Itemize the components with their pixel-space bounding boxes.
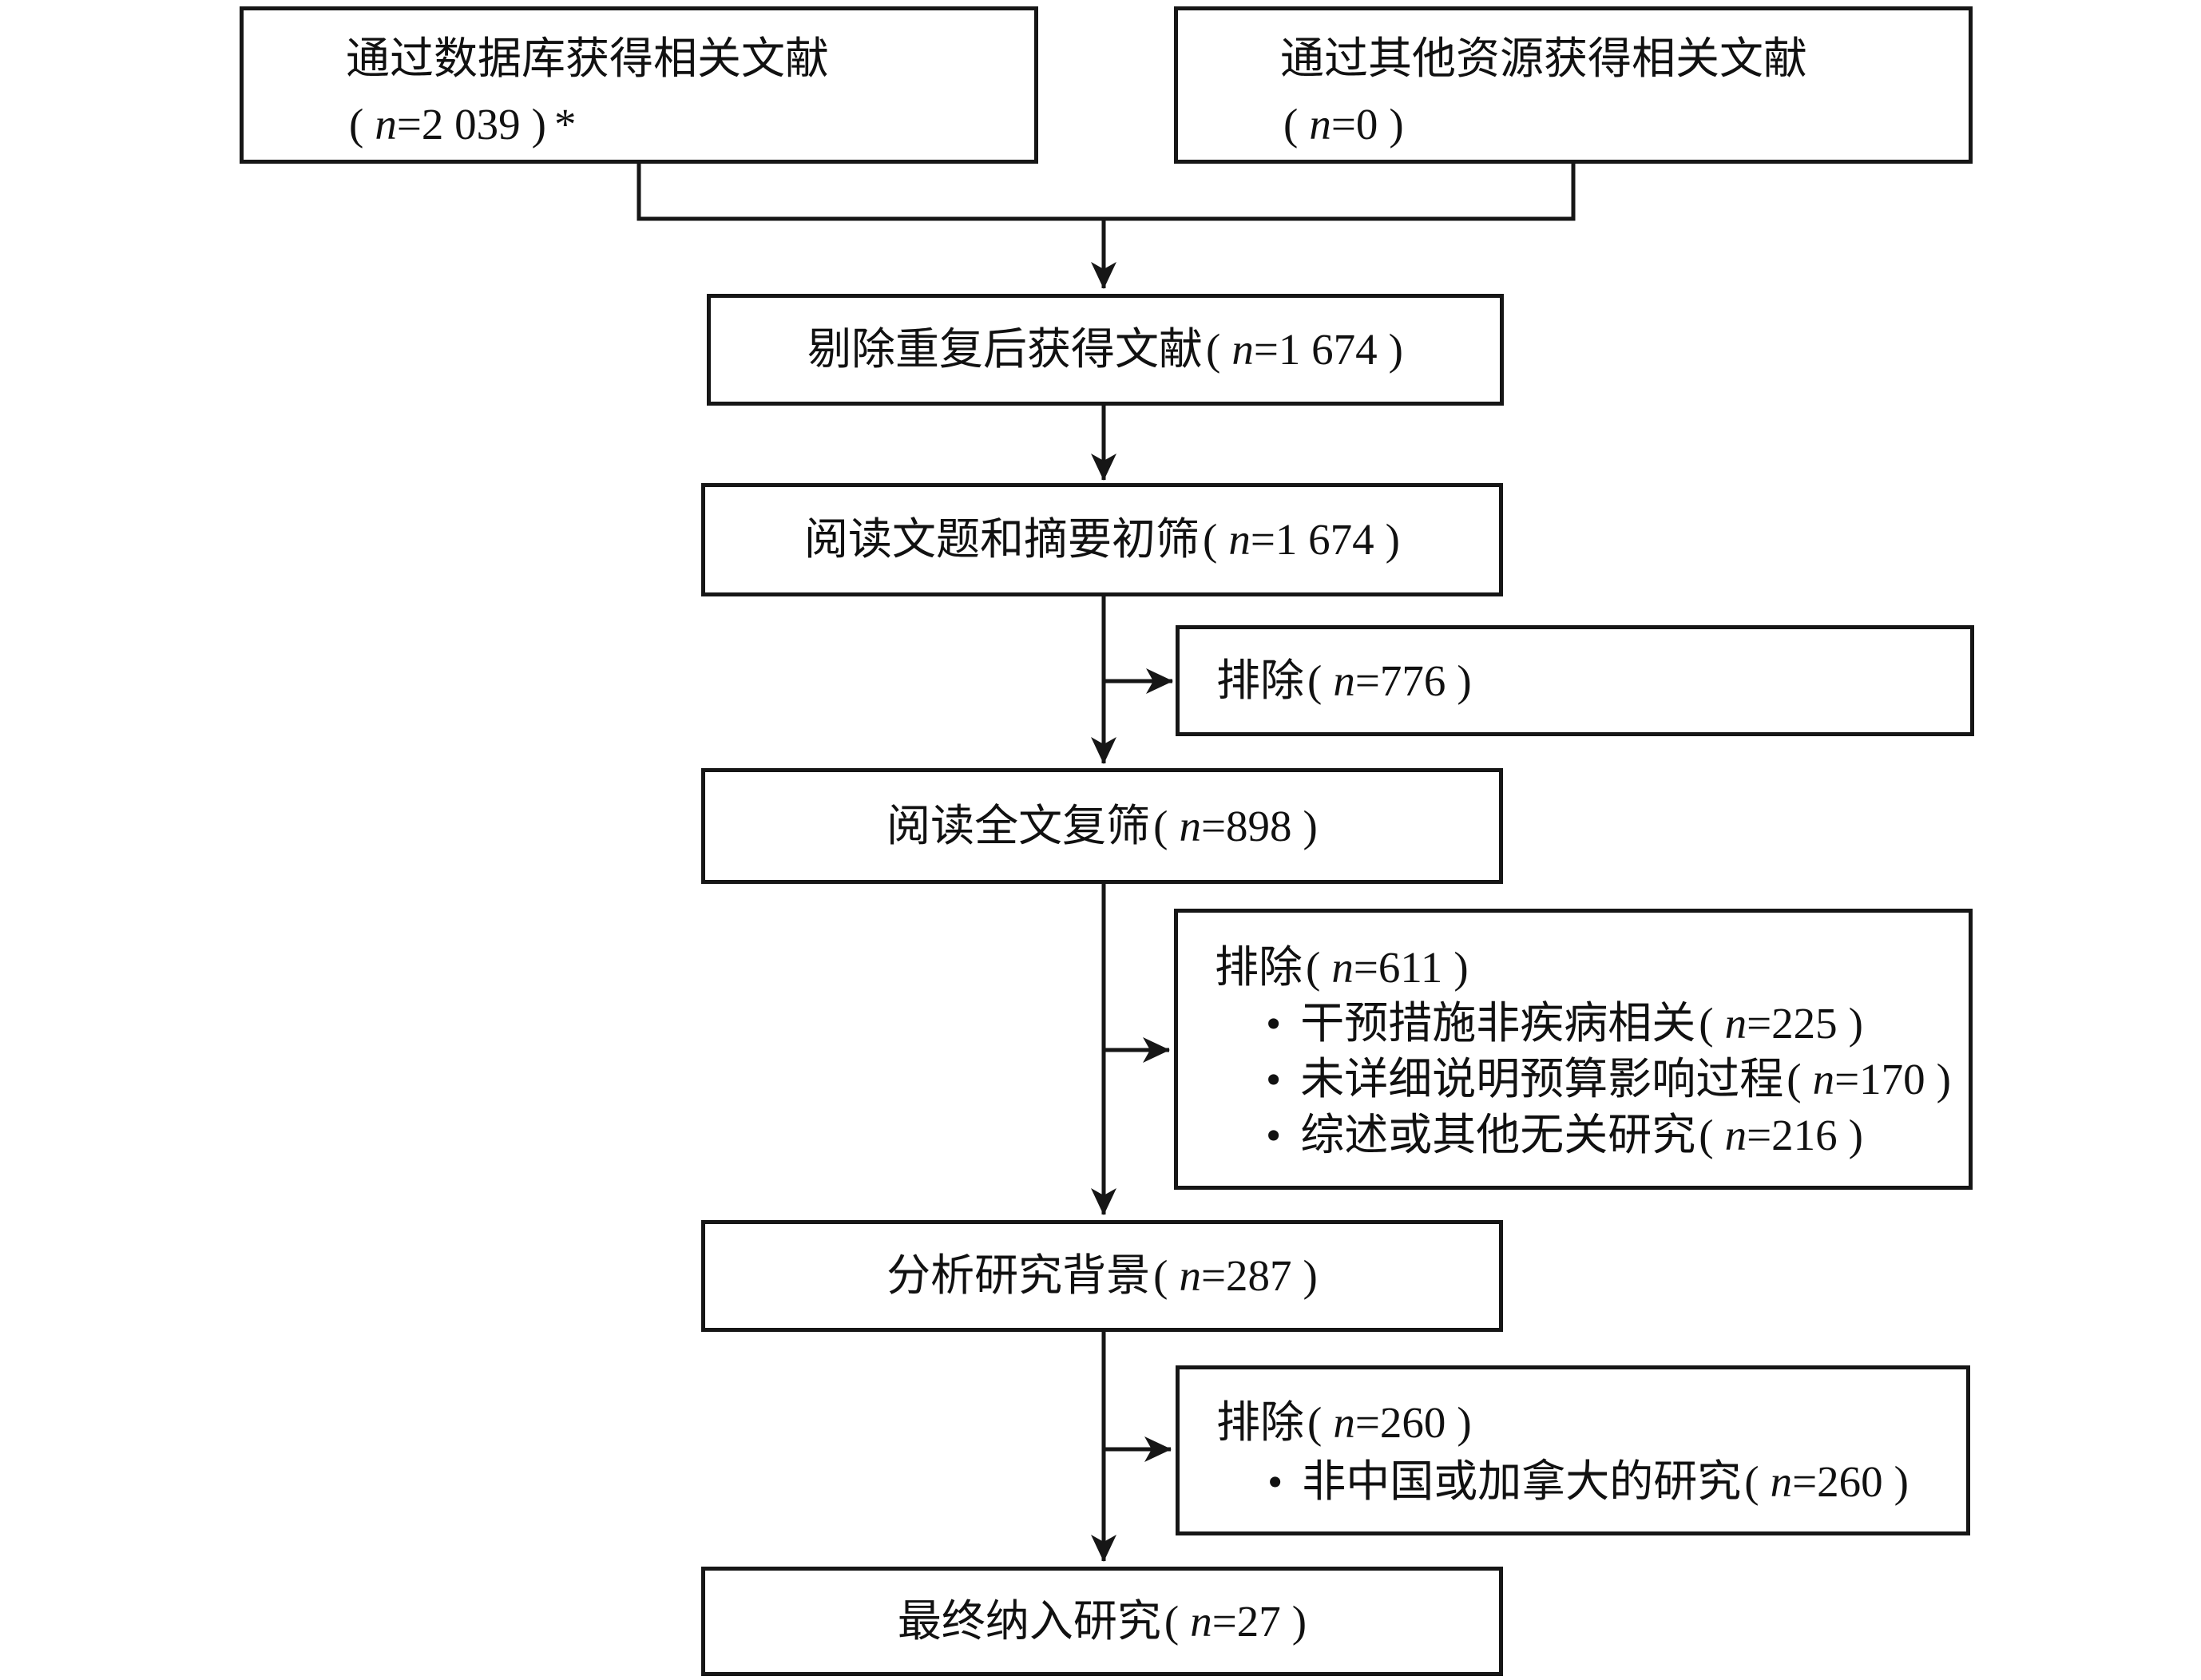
bullet-icon: • bbox=[1266, 1055, 1282, 1103]
flow-box-fulltext-screen: 阅读全文复筛(n=898) bbox=[701, 768, 1503, 884]
box-label: 通过数据库获得相关文献 bbox=[346, 34, 830, 83]
flow-box-database-records: 通过数据库获得相关文献 (n=2 039)* bbox=[240, 6, 1038, 164]
footnote-asterisk: * bbox=[553, 100, 577, 149]
exclusion-reason: • 未详细说明预算影响过程(n=170) bbox=[1266, 1052, 1956, 1107]
flow-box-excluded-611: 排除(n=611) • 干预措施非疾病相关(n=225) • 未详细说明预算影响… bbox=[1174, 909, 1973, 1190]
box-label: 分析研究背景(n=287) bbox=[886, 1251, 1318, 1301]
flow-box-other-source-records: 通过其他资源获得相关文献 (n=0) bbox=[1174, 6, 1973, 164]
box-label: 阅读全文复筛(n=898) bbox=[886, 801, 1318, 850]
flow-box-excluded-776: 排除(n=776) bbox=[1176, 625, 1974, 736]
flow-box-title-abstract-screen: 阅读文题和摘要初筛(n=1 674) bbox=[701, 483, 1503, 596]
flow-box-context-analysis: 分析研究背景(n=287) bbox=[701, 1220, 1503, 1332]
box-count: (n=0) bbox=[1283, 100, 1404, 149]
box-label: 剔除重复后获得文献(n=1 674) bbox=[807, 325, 1403, 374]
flow-box-after-dedup: 剔除重复后获得文献(n=1 674) bbox=[707, 294, 1504, 406]
exclusion-reason: • 非中国或加拿大的研究(n=260) bbox=[1267, 1452, 1953, 1512]
box-label: 通过其他资源获得相关文献 bbox=[1280, 34, 1808, 83]
box-count: (n=2 039)* bbox=[349, 100, 577, 149]
bullet-icon: • bbox=[1266, 999, 1282, 1048]
connector-merge-bracket bbox=[637, 162, 1576, 221]
box-label: 排除(n=611) bbox=[1215, 943, 1469, 992]
box-label: 阅读文题和摘要初筛(n=1 674) bbox=[804, 515, 1400, 565]
box-label: 最终纳入研究(n=27) bbox=[897, 1596, 1307, 1646]
bullet-icon: • bbox=[1267, 1457, 1283, 1506]
flow-box-included: 最终纳入研究(n=27) bbox=[701, 1567, 1503, 1676]
box-label: 排除(n=776) bbox=[1216, 656, 1472, 705]
box-label: 排除(n=260) bbox=[1216, 1398, 1472, 1447]
flow-box-excluded-260: 排除(n=260) • 非中国或加拿大的研究(n=260) bbox=[1176, 1365, 1970, 1535]
bullet-icon: • bbox=[1266, 1111, 1282, 1159]
exclusion-reason: • 干预措施非疾病相关(n=225) bbox=[1266, 996, 1956, 1052]
exclusion-reason: • 综述或其他无关研究(n=216) bbox=[1266, 1107, 1956, 1163]
